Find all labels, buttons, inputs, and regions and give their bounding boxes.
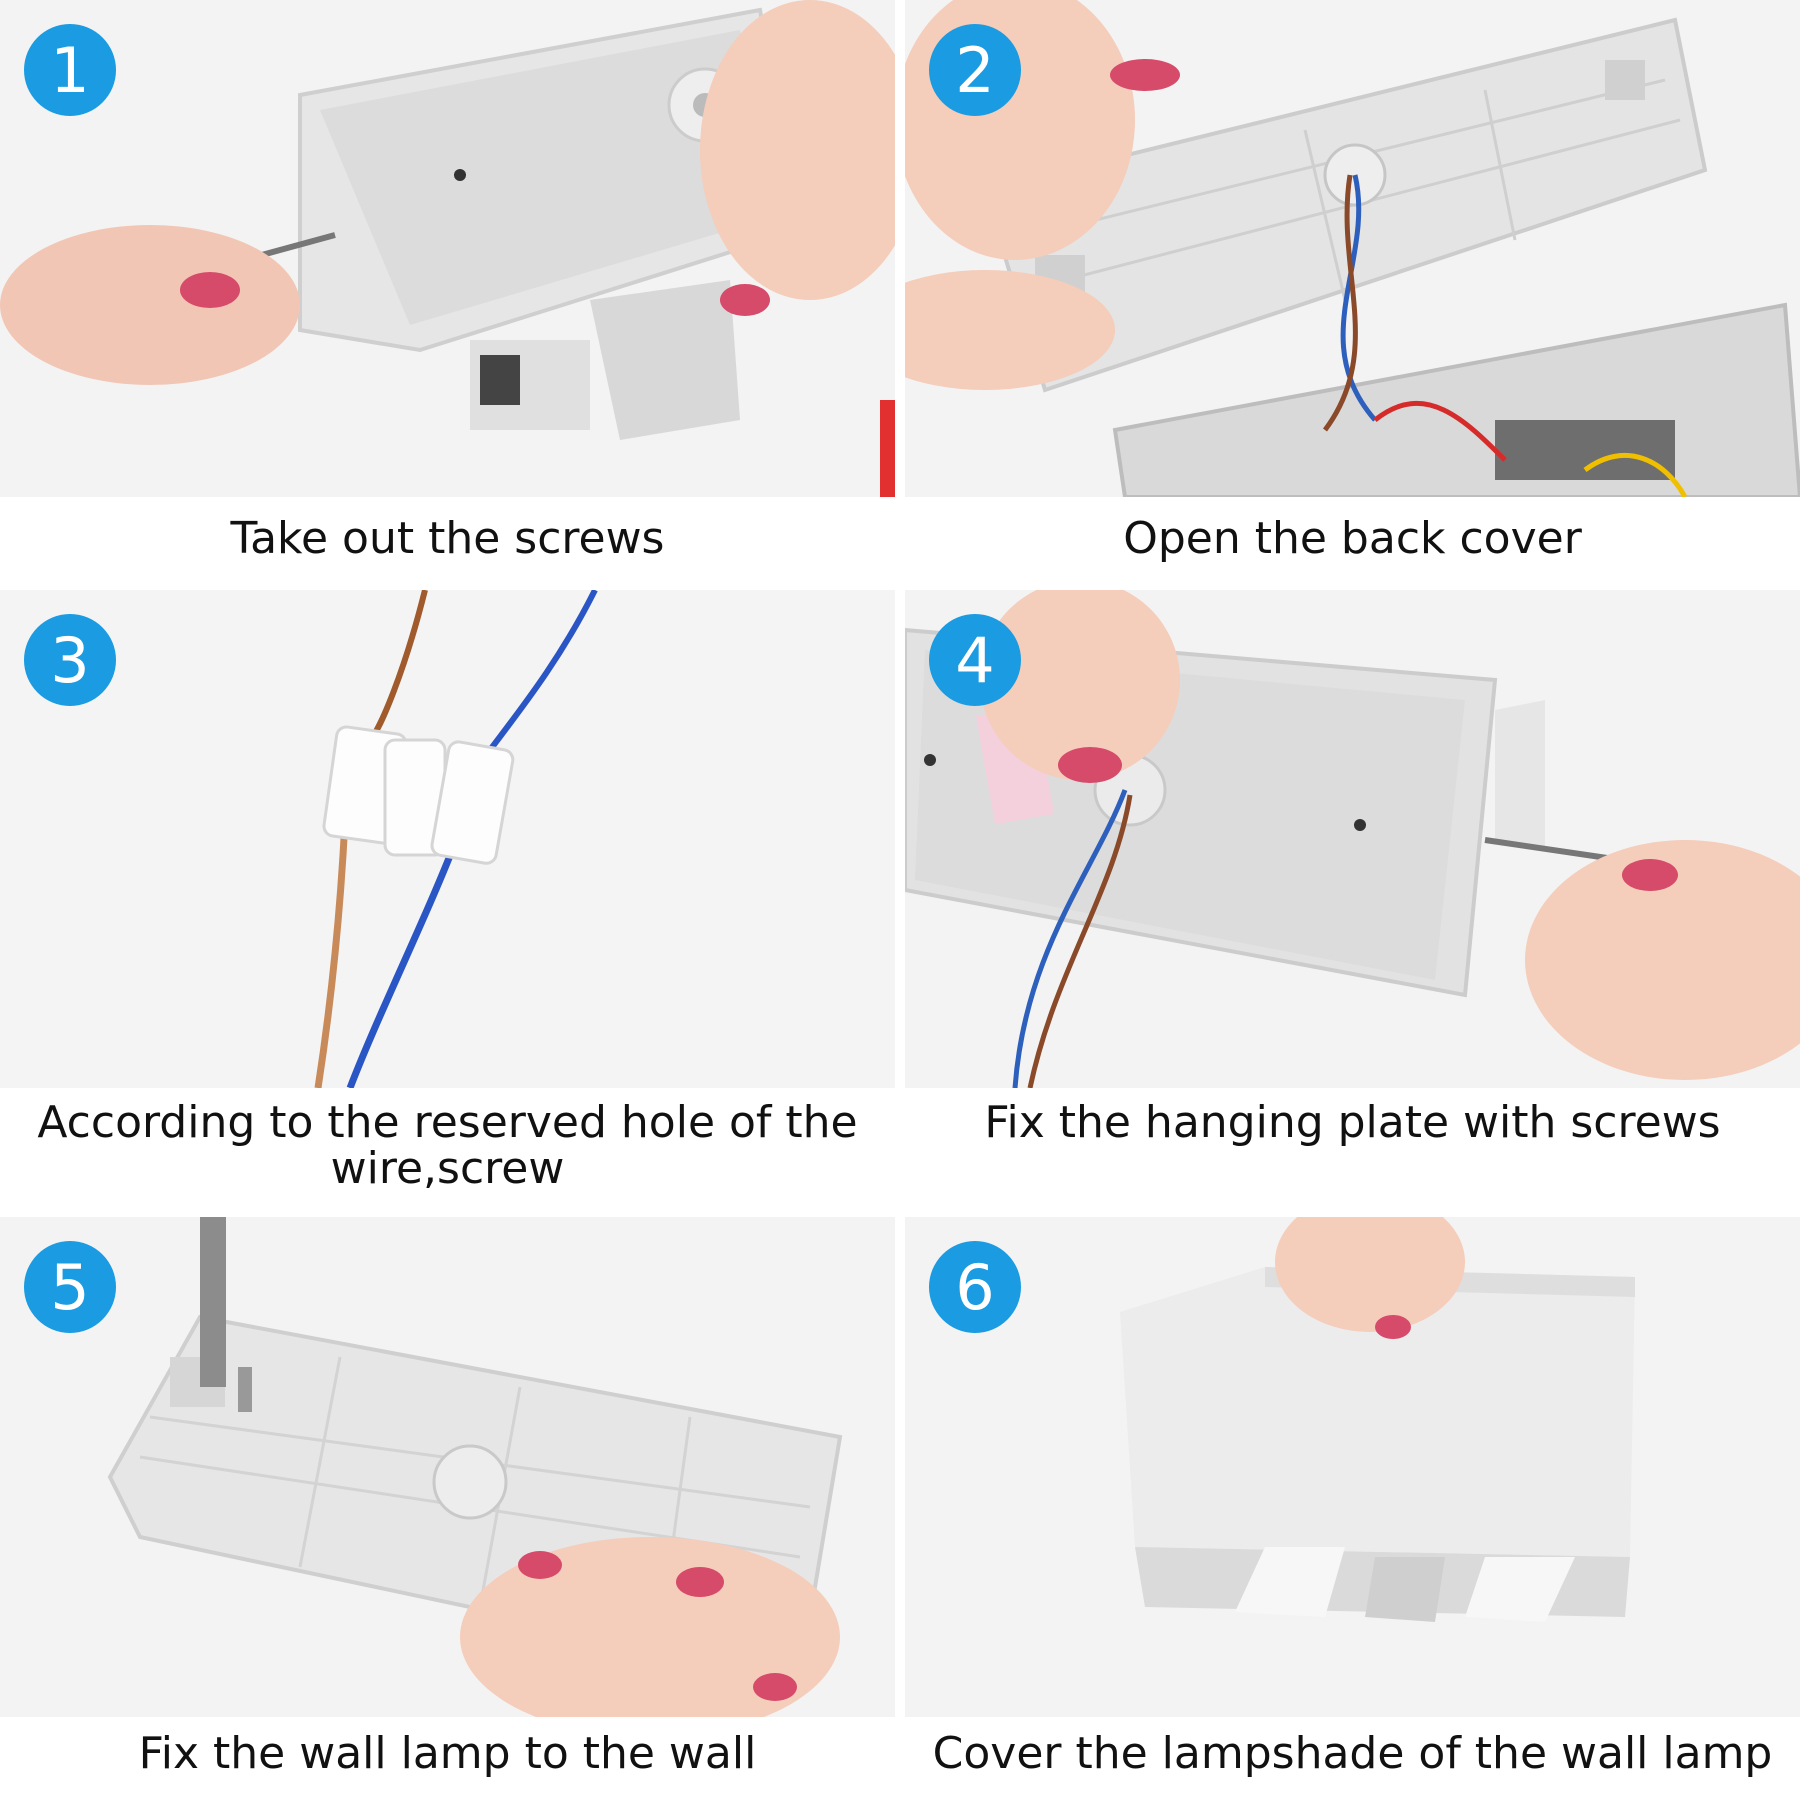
step-5-caption: Fix the wall lamp to the wall [138, 1728, 757, 1779]
step-number-badge: 3 [24, 614, 116, 706]
step-1-photo [0, 0, 895, 497]
step-3-caption: According to the reserved hole of the wi… [37, 1097, 858, 1194]
step-1-caption: Take out the screws [230, 513, 665, 564]
step-number-badge: 5 [24, 1241, 116, 1333]
step-4-caption: Fix the hanging plate with screws [984, 1097, 1721, 1148]
step-3-photo [0, 590, 895, 1088]
step-2-caption: Open the back cover [1123, 513, 1582, 564]
step-6-caption: Cover the lampshade of the wall lamp [932, 1728, 1773, 1779]
step-2-photo [905, 0, 1800, 497]
step-number-badge: 6 [929, 1241, 1021, 1333]
step-5-photo [0, 1217, 895, 1717]
step-2-panel: 2 Open the back cover [905, 0, 1800, 590]
step-3-panel: 3 According to the reserved hole of the … [0, 590, 895, 1217]
step-4-panel: 4 Fix the hanging plate with screws [905, 590, 1800, 1217]
step-6-panel: 6 Cover the lampshade of the wall lamp [905, 1217, 1800, 1800]
step-6-photo [905, 1217, 1800, 1717]
step-number-badge: 1 [24, 24, 116, 116]
step-4-photo [905, 590, 1800, 1088]
step-number-badge: 4 [929, 614, 1021, 706]
step-1-panel: 1 Take out the screws [0, 0, 895, 590]
step-5-panel: 5 Fix the wall lamp to the wall [0, 1217, 895, 1800]
step-number-badge: 2 [929, 24, 1021, 116]
